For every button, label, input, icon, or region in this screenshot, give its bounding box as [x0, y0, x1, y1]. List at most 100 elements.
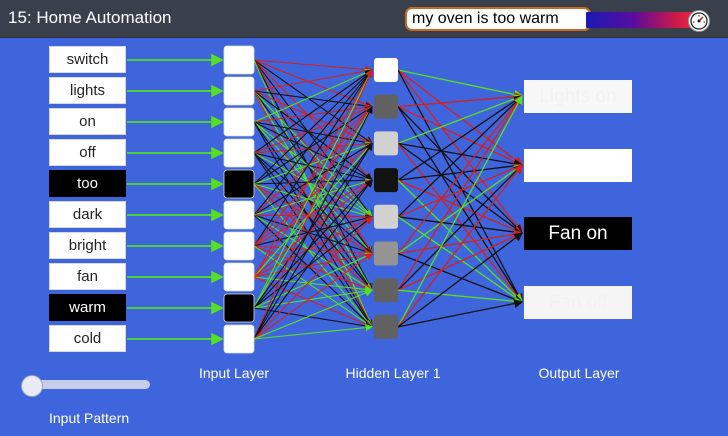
hidden-node-5 — [374, 241, 398, 266]
weight-in0-h0 — [253, 59, 374, 74]
weight-h1-out3 — [397, 106, 523, 304]
weight-h4-out0 — [397, 95, 523, 218]
weight-in2-h0 — [253, 69, 374, 123]
word-5[interactable]: dark — [49, 201, 126, 228]
weight-in4-h5 — [253, 183, 373, 255]
input-layer-label: Input Layer — [198, 365, 270, 381]
weight-in5-h7 — [253, 214, 373, 328]
output-node-0: Lights on — [524, 80, 632, 113]
weight-in5-h4 — [253, 212, 374, 221]
hidden-node-1 — [374, 94, 398, 119]
weight-in8-h7 — [253, 307, 374, 330]
weight-h3-out2 — [397, 179, 524, 235]
weight-h5-out1 — [397, 164, 524, 255]
weight-in4-h4 — [253, 183, 374, 219]
weight-in7-h6 — [253, 276, 374, 294]
weight-h3-out3 — [397, 179, 523, 303]
speed-gauge-icon[interactable] — [688, 10, 710, 32]
hidden-node-4 — [374, 204, 398, 229]
input-pattern-slider-handle[interactable] — [21, 375, 43, 397]
weight-h3-out1 — [397, 161, 524, 181]
weight-h6-out2 — [397, 232, 524, 291]
weight-h0-out0 — [397, 69, 524, 99]
connections — [127, 53, 524, 346]
weight-in9-h6 — [253, 289, 374, 340]
word-2[interactable]: on — [49, 108, 126, 135]
weight-h2-out3 — [397, 142, 523, 304]
weight-in4-h0 — [253, 69, 373, 185]
weight-h4-out3 — [397, 216, 524, 303]
output-layer-label: Output Layer — [538, 365, 620, 381]
weight-h2-out1 — [397, 142, 524, 169]
sentence-input[interactable] — [405, 7, 591, 31]
weight-in5-h5 — [253, 214, 374, 256]
word-0[interactable]: switch — [49, 46, 126, 73]
input-pattern-slider-track[interactable] — [26, 380, 150, 389]
weight-in5-h2 — [253, 142, 373, 216]
weight-h1-out0 — [397, 92, 524, 108]
input-node-8 — [223, 293, 255, 323]
weight-in5-h1 — [253, 105, 373, 216]
output-node-2: Fan on — [524, 217, 632, 250]
word-4[interactable]: too — [49, 170, 126, 197]
weight-h0-out3 — [397, 69, 523, 304]
weight-h1-out1 — [397, 106, 524, 166]
weight-in7-h2 — [253, 142, 373, 278]
weight-h5-out2 — [397, 229, 524, 255]
input-node-0 — [223, 45, 255, 75]
word-8[interactable]: warm — [49, 294, 126, 321]
weight-h4-out1 — [397, 163, 524, 218]
weight-h5-out3 — [397, 252, 524, 304]
weight-in8-h0 — [253, 69, 373, 309]
weight-in7-h5 — [253, 251, 374, 278]
weight-h7-out2 — [397, 232, 524, 328]
weight-in9-h2 — [253, 142, 373, 340]
weight-h3-out0 — [397, 95, 524, 181]
word-9[interactable]: cold — [49, 325, 126, 352]
hidden-node-3 — [374, 168, 398, 193]
weight-h6-out1 — [397, 164, 523, 291]
speed-slider-track[interactable] — [586, 12, 704, 28]
weight-in9-h7 — [253, 323, 374, 340]
weight-in7-h7 — [253, 276, 374, 328]
input-node-9 — [223, 324, 255, 354]
gauge-icon — [690, 12, 708, 30]
input-node-6 — [223, 231, 255, 261]
weight-in6-h3 — [253, 179, 373, 247]
nodes — [223, 45, 398, 354]
weight-h7-out0 — [397, 94, 523, 328]
weight-in9-h1 — [253, 105, 373, 340]
weight-in8-h2 — [253, 142, 373, 309]
weight-in4-h6 — [253, 183, 373, 291]
weight-h6-out0 — [397, 94, 523, 291]
weight-in9-h4 — [253, 216, 373, 340]
input-node-1 — [223, 76, 255, 106]
weight-in8-h3 — [253, 179, 373, 309]
weight-in7-h1 — [253, 105, 373, 278]
weight-h7-out1 — [397, 163, 523, 328]
weight-in4-h1 — [253, 106, 373, 185]
weight-in8-h5 — [253, 252, 373, 309]
weight-in6-h0 — [253, 69, 373, 247]
word-7[interactable]: fan — [49, 263, 126, 290]
app-title: 15: Home Automation — [8, 8, 172, 27]
weight-h7-out3 — [397, 299, 524, 328]
weight-in6-h2 — [253, 142, 373, 247]
word-6[interactable]: bright — [49, 232, 126, 259]
weight-in6-h5 — [253, 245, 374, 257]
word-1[interactable]: lights — [49, 77, 126, 104]
weight-in6-h1 — [253, 105, 373, 247]
input-node-5 — [223, 200, 255, 230]
weight-h5-out0 — [397, 94, 523, 254]
hidden-layer-label: Hidden Layer 1 — [345, 365, 441, 381]
weight-in1-h0 — [253, 67, 374, 92]
weight-in6-h7 — [253, 245, 373, 328]
word-3[interactable]: off — [49, 139, 126, 166]
output-node-1 — [524, 149, 632, 182]
weight-h4-out2 — [397, 216, 524, 237]
hidden-node-2 — [374, 131, 398, 156]
input-pattern-label: Input Pattern — [49, 410, 130, 426]
weight-h1-out2 — [397, 106, 523, 234]
weight-in5-h6 — [253, 214, 373, 291]
